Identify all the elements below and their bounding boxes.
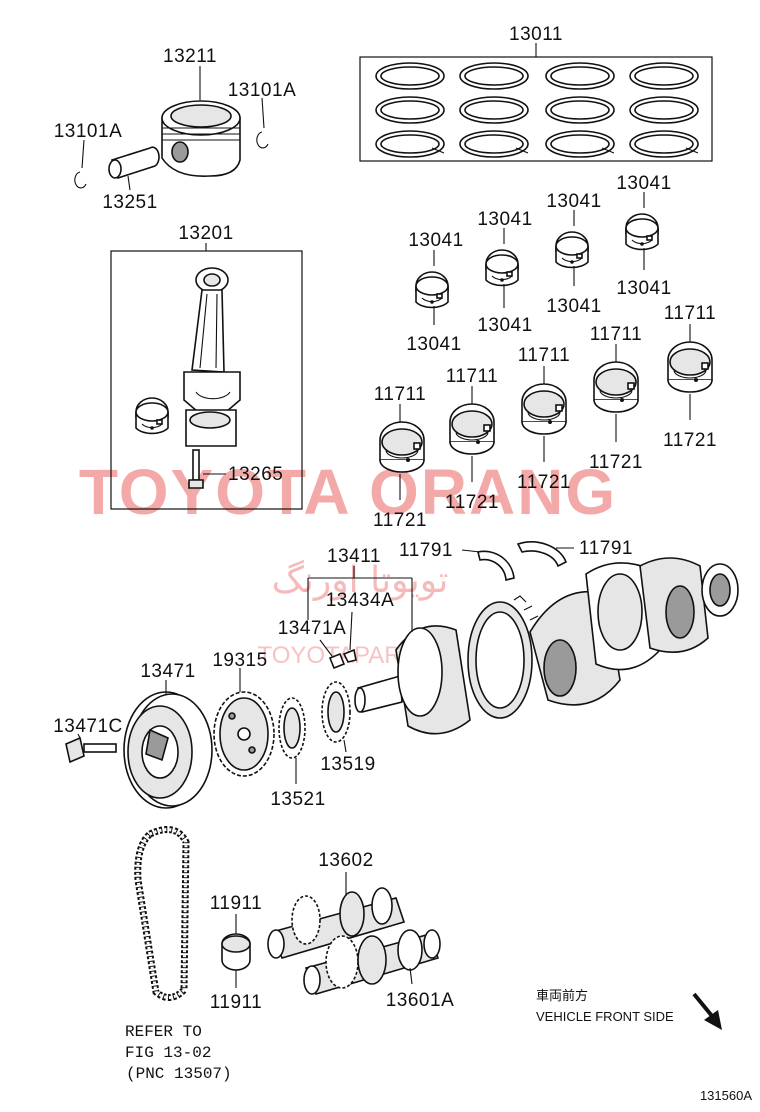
label-balance-bearing-upper[interactable]: 11911 xyxy=(210,893,263,914)
label-main-bearing-upper-1[interactable]: 11711 xyxy=(374,384,427,405)
conrod-bearing-1[interactable] xyxy=(415,250,449,325)
watermark-brand: TOYOTA ORANG xyxy=(79,456,617,528)
front-side-jp: 車両前方 xyxy=(536,988,588,1003)
label-balance-shaft-2[interactable]: 13601A xyxy=(386,990,455,1011)
conrod-bearing-4[interactable] xyxy=(625,192,659,270)
label-main-bearing-lower-4[interactable]: 11721 xyxy=(589,452,643,473)
label-conrod-bolt[interactable]: 13265 xyxy=(228,464,283,485)
label-balance-bearing-lower[interactable]: 11911 xyxy=(210,992,263,1013)
main-bearing-5[interactable] xyxy=(667,324,713,420)
label-crank-sprocket[interactable]: 13521 xyxy=(270,789,325,810)
label-key-b[interactable]: 13471A xyxy=(278,618,347,639)
label-main-bearing-upper-2[interactable]: 11711 xyxy=(446,366,499,387)
label-main-bearing-lower-2[interactable]: 11721 xyxy=(445,492,499,513)
label-key-a[interactable]: 13434A xyxy=(326,590,395,611)
label-conrod-bearing-4[interactable]: 13041 xyxy=(477,315,532,336)
main-bearing-4[interactable] xyxy=(593,344,639,442)
crank-gear[interactable] xyxy=(321,681,351,753)
label-conrod-bearing-8[interactable]: 13041 xyxy=(616,278,671,299)
label-snap-ring-left[interactable]: 13101A xyxy=(54,121,123,142)
front-direction-arrow-icon xyxy=(692,992,722,1030)
front-side-en: VEHICLE FRONT SIDE xyxy=(536,1009,674,1024)
label-conrod-bearing-3[interactable]: 13041 xyxy=(477,209,532,230)
crank-sprocket[interactable] xyxy=(278,697,306,784)
main-bearing-2[interactable] xyxy=(449,386,495,482)
label-conrod-assy[interactable]: 13201 xyxy=(178,223,233,244)
label-crank-gear[interactable]: 13519 xyxy=(320,754,375,775)
label-balance-shaft[interactable]: 13602 xyxy=(318,850,373,871)
refer-line-2: FIG 13-02 xyxy=(125,1044,211,1062)
conrod-bearing-2[interactable] xyxy=(485,228,519,308)
conrod-bolt[interactable] xyxy=(188,449,226,489)
label-pulley[interactable]: 13471 xyxy=(140,661,195,682)
timing-chain[interactable] xyxy=(134,826,190,1001)
label-main-bearing-lower-3[interactable]: 11721 xyxy=(517,472,571,493)
label-conrod-bearing-5[interactable]: 13041 xyxy=(546,191,601,212)
main-bearing-3[interactable] xyxy=(521,366,567,462)
label-main-bearing-upper-4[interactable]: 11711 xyxy=(590,324,643,345)
woodruff-keys[interactable] xyxy=(319,611,357,670)
watermark-arabic: تویوتا اورنگ xyxy=(272,559,449,601)
connecting-rod-assy[interactable] xyxy=(110,243,303,510)
crank-pulley[interactable] xyxy=(123,680,213,809)
label-thrust-washer-right[interactable]: 11791 xyxy=(579,538,633,559)
label-piston[interactable]: 13211 xyxy=(163,46,217,67)
label-main-bearing-upper-5[interactable]: 11711 xyxy=(664,303,717,324)
piston[interactable] xyxy=(161,66,241,177)
snap-ring-left[interactable] xyxy=(74,139,87,189)
piston-pin[interactable] xyxy=(108,146,160,191)
label-main-bearing-lower-1[interactable]: 11721 xyxy=(373,510,427,531)
label-conrod-bearing-7[interactable]: 13041 xyxy=(616,173,671,194)
thrust-washer-right[interactable] xyxy=(516,541,574,568)
thrust-washer-left[interactable] xyxy=(461,549,515,582)
label-pulley-bolt[interactable]: 13471C xyxy=(53,716,123,737)
label-timing-gear[interactable]: 19315 xyxy=(212,650,267,671)
crankshaft-leader xyxy=(307,566,413,632)
main-bearing-1[interactable] xyxy=(379,404,425,500)
refer-line-3: (PNC 13507) xyxy=(126,1065,232,1083)
label-piston-pin[interactable]: 13251 xyxy=(102,192,157,213)
crankshaft[interactable] xyxy=(354,557,739,735)
balance-shafts[interactable] xyxy=(267,872,441,995)
label-main-bearing-upper-3[interactable]: 11711 xyxy=(518,345,571,366)
label-conrod-bearing-6[interactable]: 13041 xyxy=(546,296,601,317)
timing-gear[interactable] xyxy=(213,668,275,777)
snap-ring-right[interactable] xyxy=(256,97,269,149)
label-rings-set[interactable]: 13011 xyxy=(509,24,563,45)
label-snap-ring-right[interactable]: 13101A xyxy=(228,80,297,101)
conrod-bearing-3[interactable] xyxy=(555,210,589,286)
label-thrust-washer-left[interactable]: 11791 xyxy=(399,540,453,561)
label-conrod-bearing-2[interactable]: 13041 xyxy=(406,334,461,355)
refer-line-1: REFER TO xyxy=(125,1023,202,1041)
label-conrod-bearing-1[interactable]: 13041 xyxy=(408,230,463,251)
label-crankshaft[interactable]: 13411 xyxy=(327,546,381,567)
label-main-bearing-lower-5[interactable]: 11721 xyxy=(663,430,717,451)
balance-shaft-bearing[interactable] xyxy=(221,914,251,988)
figure-id: 131560A xyxy=(700,1088,752,1103)
piston-rings-set[interactable] xyxy=(359,43,713,162)
pulley-bolt[interactable] xyxy=(65,733,117,764)
